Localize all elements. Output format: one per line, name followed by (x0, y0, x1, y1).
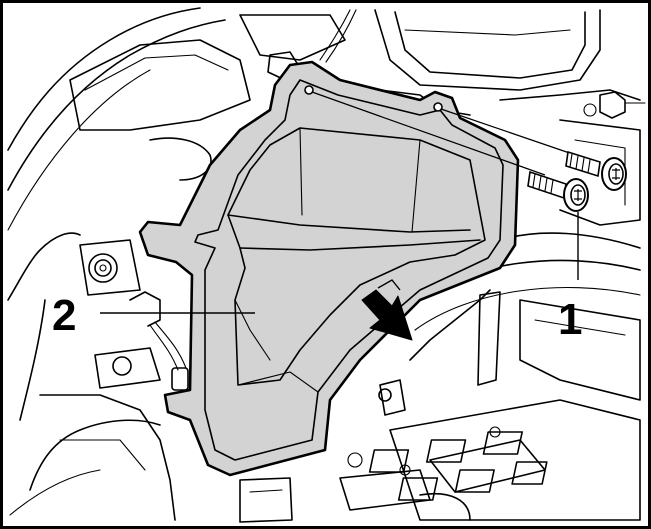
body-contour-5 (19, 299, 46, 421)
bolt-alignment-line-1 (311, 91, 546, 176)
connector-clip (129, 291, 161, 327)
right-panel (559, 119, 641, 226)
cover-bolt-hole-2 (433, 102, 443, 112)
bolt-upper-thread (569, 153, 591, 174)
bolt-part (311, 91, 627, 212)
floor-slot-1 (368, 449, 410, 473)
cable-top (319, 9, 351, 61)
cover-inner-rim (194, 79, 504, 461)
right-lower-panel (519, 299, 641, 401)
floor-slot-3 (482, 431, 523, 455)
callout-2: 2 (52, 291, 76, 340)
right-upper-beam (499, 89, 641, 101)
torx-icon (574, 189, 582, 201)
floor-rivet-1 (489, 426, 501, 438)
cover-ridge-6 (234, 299, 271, 361)
cover-part (138, 60, 520, 477)
mid-clip-hole (378, 388, 392, 402)
cover-ridge-2 (239, 239, 481, 251)
floor-panel (389, 399, 641, 521)
lower-left-edge-inner (59, 439, 146, 471)
cable-top-2 (325, 9, 357, 63)
wire-connector (171, 367, 189, 391)
wire-1 (149, 324, 179, 371)
floor-rivet-3 (347, 452, 363, 468)
body-contour-6 (29, 419, 161, 491)
strut-bar (477, 291, 501, 386)
top-center-panel (239, 14, 346, 61)
callout-1: 1 (558, 295, 582, 344)
cover-ridge-4 (411, 139, 421, 233)
mid-clip (379, 379, 406, 416)
lower-left-bracket-hole (112, 356, 132, 376)
wire-2 (154, 321, 187, 369)
bottom-bracket-line (249, 489, 283, 493)
right-lower-panel-line (534, 319, 626, 336)
bottom-bracket (239, 477, 293, 523)
floor-rivet-2 (399, 464, 411, 476)
cover-ridge-1 (227, 214, 471, 233)
floor-slot-4 (397, 477, 439, 501)
left-hole-rim (149, 137, 212, 181)
body-contour-4 (7, 232, 81, 301)
grommet-plate (79, 239, 141, 296)
body-contour-1 (7, 7, 201, 151)
right-stud (599, 91, 626, 119)
right-panel-inner (574, 139, 626, 206)
floor-slot-2 (425, 439, 467, 463)
grommet-inner (94, 259, 112, 277)
wheel-well-arc-1 (499, 232, 641, 249)
lower-left-edge (39, 394, 176, 521)
body-contour-7 (9, 469, 101, 516)
floor-slot-6 (511, 461, 548, 485)
top-opening-outer (374, 9, 601, 91)
cover-raised-face (227, 127, 486, 386)
upper-left-panel-inner (84, 54, 229, 91)
floor-slot-5 (454, 469, 495, 493)
bolt-lower (527, 170, 589, 212)
lower-left-bracket (94, 347, 161, 389)
right-rivet-1 (583, 103, 597, 117)
lower-center-part (339, 469, 431, 511)
wheel-well-arc-3 (414, 286, 641, 331)
removal-direction-arrow-icon (361, 279, 413, 341)
bolt-lower-thread (532, 173, 554, 194)
body-contour-3 (7, 69, 151, 231)
body-contour-2 (7, 19, 226, 191)
cover-outline (138, 60, 520, 477)
grommet-outer (88, 253, 118, 283)
cover-ridge-5 (237, 371, 319, 393)
lower-hose (419, 493, 471, 521)
bolt-upper (565, 150, 627, 191)
top-opening-inner (394, 11, 586, 79)
top-opening-shade (404, 29, 571, 36)
upper-left-panel (69, 39, 251, 131)
torx-icon (612, 168, 620, 180)
cover-bolt-hole-1 (304, 85, 314, 95)
bolt-alignment-line-2 (440, 108, 591, 161)
cover-ridge-3 (299, 127, 303, 216)
grommet-center (99, 264, 107, 272)
